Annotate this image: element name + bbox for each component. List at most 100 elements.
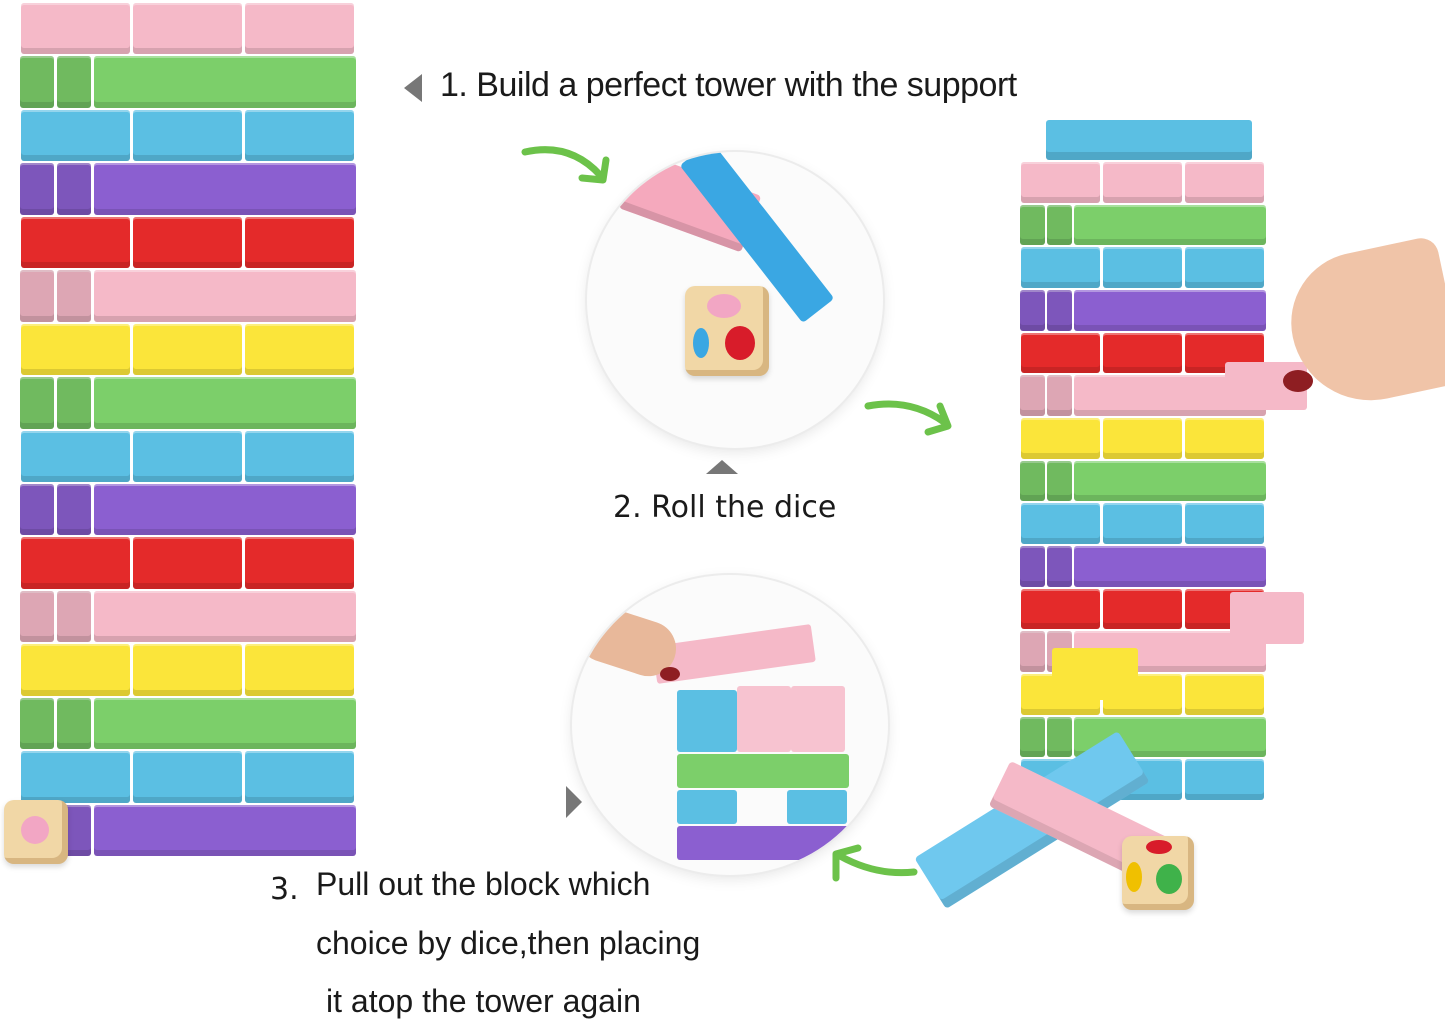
block xyxy=(93,483,356,536)
block xyxy=(21,430,130,482)
top-blue-block xyxy=(1046,120,1252,160)
tower-layer xyxy=(1020,204,1266,246)
block xyxy=(1185,674,1264,715)
step-3-line-1: Pull out the block which xyxy=(316,866,651,902)
block xyxy=(20,163,54,215)
block xyxy=(133,537,242,589)
block xyxy=(56,377,91,429)
block xyxy=(1103,503,1182,544)
left-pointer-icon xyxy=(404,74,422,102)
block xyxy=(1021,503,1100,544)
left-dice xyxy=(4,800,68,864)
green-arrow-icon xyxy=(864,400,952,436)
block xyxy=(1021,418,1100,459)
block xyxy=(133,216,242,269)
block xyxy=(245,3,354,55)
tower-layer xyxy=(1020,546,1266,587)
tower-layer xyxy=(1020,247,1266,288)
tower-layer xyxy=(1020,332,1266,374)
block xyxy=(133,3,242,55)
tower-layer xyxy=(1020,588,1266,630)
block xyxy=(1103,162,1182,203)
block xyxy=(1021,247,1100,288)
pushed-yellow-block xyxy=(1052,648,1138,700)
block xyxy=(20,483,54,536)
block xyxy=(56,590,91,643)
block xyxy=(1074,546,1266,587)
block xyxy=(21,216,130,269)
dice-red-dot xyxy=(1146,840,1172,854)
block xyxy=(1074,290,1266,331)
dice-yellow-dot xyxy=(1126,862,1142,892)
block xyxy=(20,697,54,750)
block xyxy=(20,56,54,108)
block xyxy=(1020,631,1045,672)
tower-layer xyxy=(1020,290,1266,331)
mini-tower xyxy=(667,670,867,870)
block xyxy=(56,270,91,322)
tower-layer xyxy=(20,644,356,696)
right-pointer-icon xyxy=(566,786,582,818)
block xyxy=(1074,460,1266,502)
block xyxy=(245,644,354,696)
tower-layer xyxy=(20,216,356,269)
block xyxy=(1185,418,1264,459)
tower-layer xyxy=(1020,716,1266,758)
block xyxy=(20,377,54,429)
pushed-pink-block xyxy=(1230,592,1304,644)
block xyxy=(56,163,91,215)
dice-pink-dot xyxy=(21,816,49,844)
block xyxy=(93,163,356,215)
step-3-line-2: choice by dice,then placing xyxy=(316,925,701,961)
block xyxy=(1047,546,1072,587)
block xyxy=(20,270,54,322)
tower-layer xyxy=(20,483,356,536)
block xyxy=(133,644,242,696)
dice-blue-dot xyxy=(693,328,709,358)
right-block-tower xyxy=(1020,162,1266,802)
block xyxy=(133,430,242,482)
red-nail xyxy=(1283,370,1313,392)
tower-layer xyxy=(1020,503,1266,544)
dice-roll-photo xyxy=(587,152,883,448)
tower-layer xyxy=(1020,418,1266,459)
block xyxy=(1047,716,1072,758)
tower-layer xyxy=(1020,460,1266,502)
tower-layer xyxy=(20,537,356,589)
block xyxy=(1103,588,1182,630)
green-arrow-icon xyxy=(521,146,610,184)
block xyxy=(93,697,356,750)
left-block-tower xyxy=(20,3,356,858)
pull-block-photo xyxy=(572,575,888,875)
block xyxy=(56,56,91,108)
tower-layer xyxy=(20,56,356,108)
block xyxy=(93,804,356,856)
block xyxy=(1185,247,1264,288)
step-1-text: 1. Build a perfect tower with the suppor… xyxy=(440,66,1017,104)
block xyxy=(1021,588,1100,630)
block xyxy=(1020,546,1045,587)
block xyxy=(1185,162,1264,203)
tower-layer xyxy=(20,109,356,162)
block xyxy=(245,109,354,162)
block xyxy=(21,644,130,696)
block xyxy=(1021,162,1100,203)
dice-red-dot xyxy=(725,326,755,360)
block xyxy=(20,590,54,643)
block xyxy=(1103,418,1182,459)
right-dice xyxy=(1122,836,1194,910)
block xyxy=(1020,204,1045,246)
block xyxy=(56,483,91,536)
block xyxy=(21,537,130,589)
block xyxy=(1185,503,1264,544)
step-3-line-3: it atop the tower again xyxy=(326,983,641,1019)
block xyxy=(245,430,354,482)
block xyxy=(1020,716,1045,758)
block xyxy=(1103,247,1182,288)
tower-layer xyxy=(20,270,356,322)
tower-layer xyxy=(20,697,356,750)
tower-layer xyxy=(20,751,356,803)
center-dice xyxy=(685,286,769,376)
block xyxy=(21,109,130,162)
block xyxy=(245,751,354,803)
